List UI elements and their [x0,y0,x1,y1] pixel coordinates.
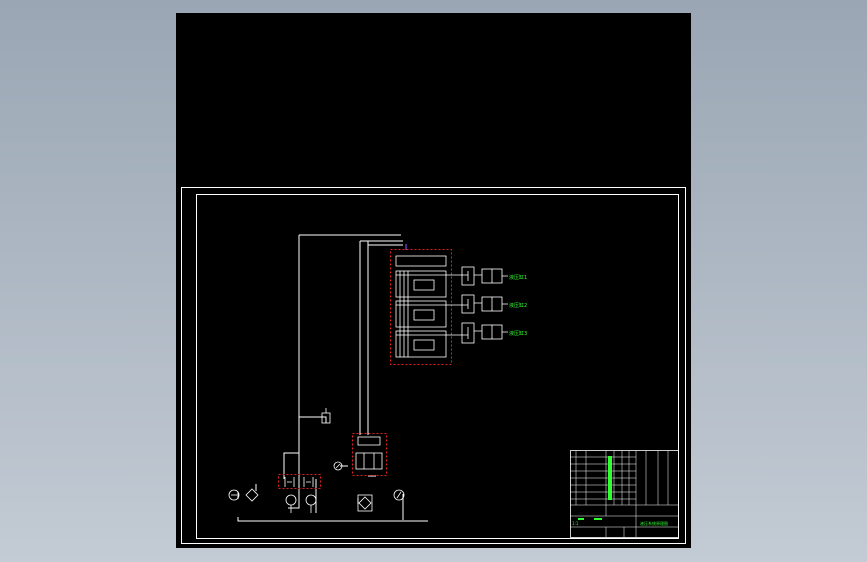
filter-symbol [357,494,373,512]
actuator-label-2: 液压缸2 [509,302,527,309]
sheet-inner-border [196,194,679,539]
pressure-gauge-symbol [333,461,343,471]
relief-valve-symbol [321,408,331,424]
tank-gauge-symbol [393,489,405,501]
pipeline-lines [237,234,428,522]
title-block: 液压系统原理图 1:1 [570,450,679,538]
title-block-drawing-title: 液压系统原理图 [640,520,668,526]
pump-group [284,477,317,513]
directional-valves [395,255,468,358]
cad-drawing-canvas[interactable]: 液压缸1 液压缸2 液压缸3 [176,13,691,548]
electric-motor-symbol [228,489,240,501]
flow-control-valves [461,266,475,344]
heat-exchanger-symbol [245,488,259,502]
title-block-scale: 1:1 [572,521,579,526]
actuator-label-3: 液压缸3 [509,330,527,337]
pump-group-boundary [278,474,321,489]
sheet-outer-border [181,187,686,544]
actuator-label-1: 液压缸1 [509,274,527,281]
main-valve-boundary [352,433,387,476]
actuator-labels: 液压缸1 液压缸2 液压缸3 [509,274,527,337]
main-directional-valve [355,436,383,470]
hydraulic-cylinders [474,268,508,340]
hydraulic-schematic: 液压缸1 液压缸2 液压缸3 [181,187,686,544]
